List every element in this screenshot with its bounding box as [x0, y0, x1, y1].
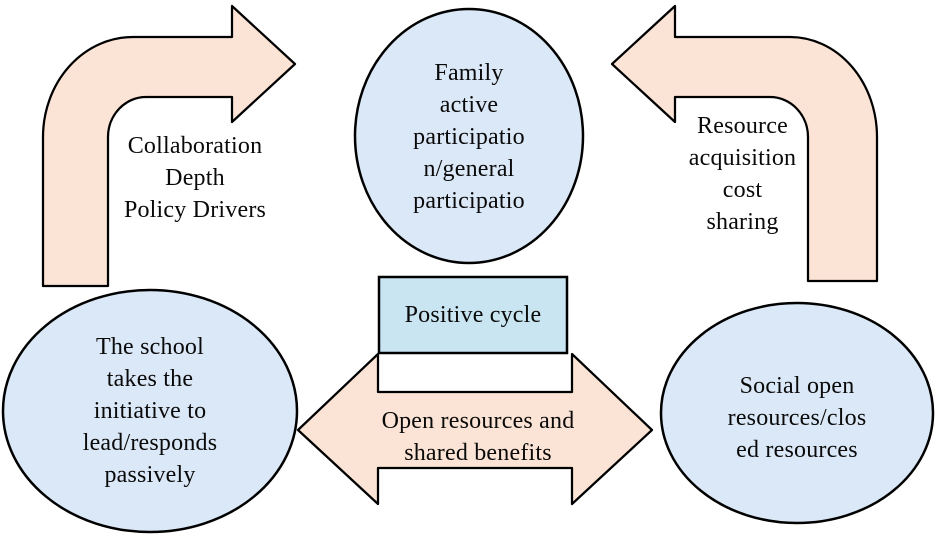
- text-line: cost: [722, 177, 763, 203]
- family-ellipse: [353, 7, 585, 265]
- double-headed-arrow: [296, 352, 654, 506]
- text-line: Family: [434, 60, 504, 86]
- text-line: The school: [96, 334, 204, 360]
- school-ellipse-label: The school takes the initiative to lead/…: [28, 331, 272, 491]
- resource-arrow-label: Resource acquisition cost sharing: [650, 110, 835, 238]
- text-line: Policy Drivers: [123, 197, 267, 223]
- text-line: n/general: [423, 156, 515, 182]
- text-line: ed resources: [736, 437, 858, 463]
- text-line: lead/responds: [82, 430, 218, 456]
- curved-arrow-up-right: [41, 4, 297, 288]
- open-resources-label: Open resources and shared benefits: [342, 405, 614, 469]
- school-ellipse: [1, 288, 299, 534]
- text-line: Positive cycle: [404, 302, 542, 328]
- positive-cycle-label: Positive cycle: [379, 299, 567, 331]
- text-line: participatio: [413, 124, 525, 150]
- text-line: Depth: [165, 165, 225, 191]
- text-line: participatio: [413, 188, 525, 214]
- family-ellipse-label: Family active participatio n/general par…: [355, 57, 583, 217]
- text-line: takes the: [106, 366, 194, 392]
- social-ellipse-label: Social open resources/clos ed resources: [675, 370, 919, 466]
- text-line: acquisition: [688, 145, 797, 171]
- text-line: resources/clos: [727, 405, 867, 431]
- text-line: sharing: [706, 209, 779, 235]
- positive-cycle-box: [377, 275, 569, 355]
- text-line: Social open: [739, 373, 855, 399]
- text-line: Resource: [697, 113, 788, 139]
- social-ellipse: [659, 301, 935, 525]
- text-line: passively: [104, 462, 196, 488]
- text-line: shared benefits: [404, 440, 552, 466]
- text-line: active: [439, 92, 499, 118]
- text-line: initiative to: [93, 398, 207, 424]
- collaboration-arrow-label: Collaboration Depth Policy Drivers: [100, 130, 290, 226]
- text-line: Open resources and: [381, 408, 575, 434]
- text-line: Collaboration: [127, 133, 263, 159]
- curved-arrow-up-left: [610, 4, 879, 283]
